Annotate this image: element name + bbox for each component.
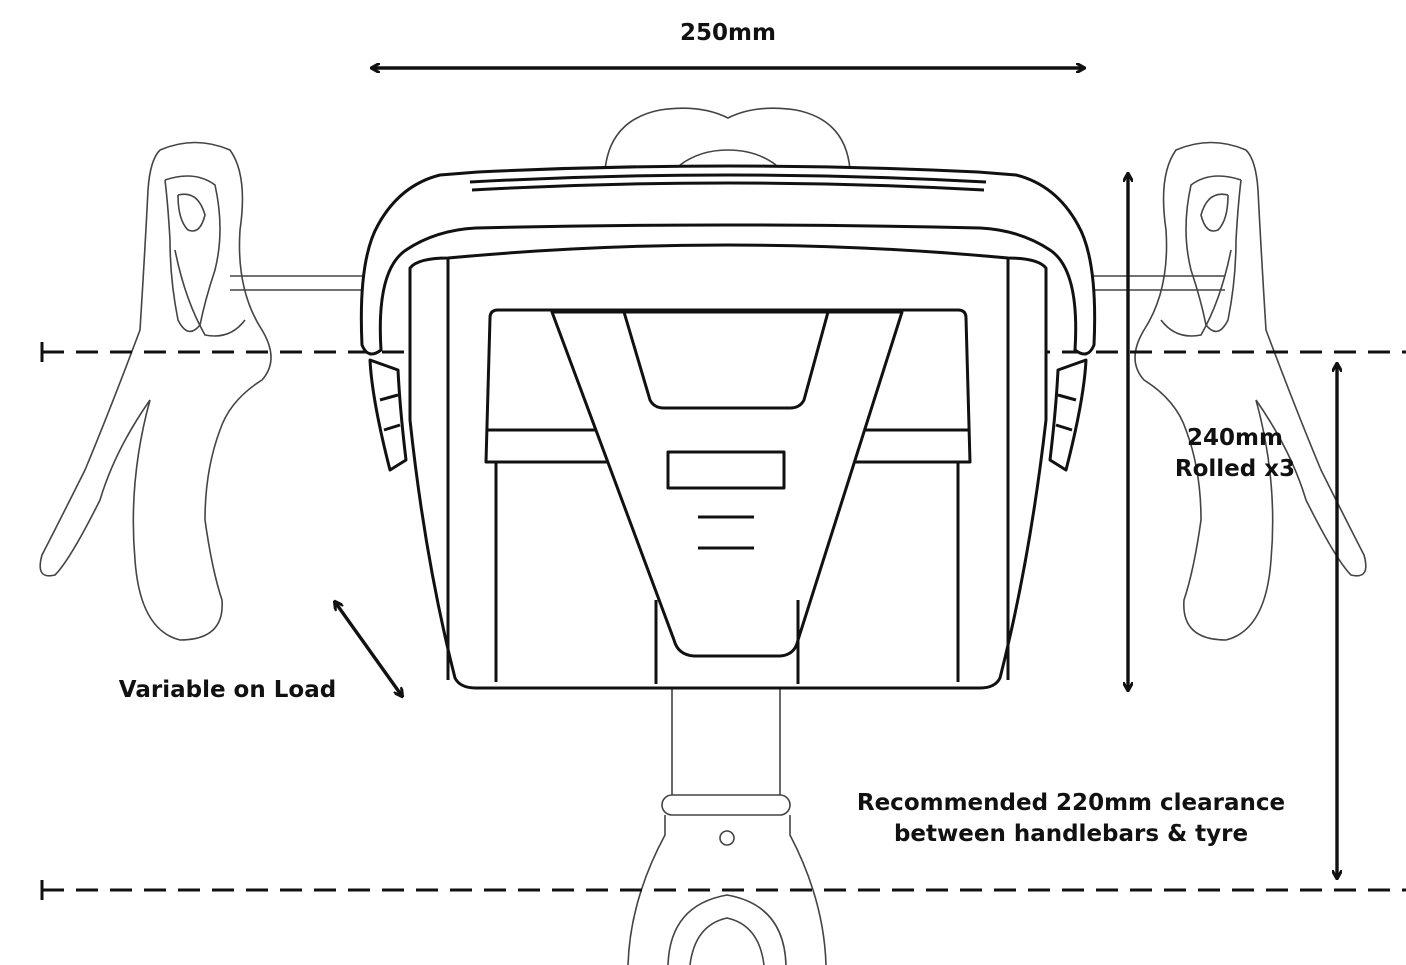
tyre-top [667,894,787,965]
clearance-label: Recommended 220mm clearance between hand… [838,788,1304,850]
handlebar-bag [359,164,1097,690]
steerer-tube [671,688,781,795]
bike-outline [39,107,1367,965]
headset-spacer [661,794,791,816]
v-strap-cutout [622,310,830,410]
width-label: 250mm [680,20,776,46]
bag-rolltop [359,164,1097,356]
stem-top [604,107,851,171]
dimension-arrows [335,68,1337,878]
logo-patch [666,450,786,490]
left-brake-lever [39,141,272,641]
buckle-right [1048,358,1088,472]
variable-arrow [335,602,402,696]
fork-bolt [719,830,735,846]
handlebar-right [1084,275,1225,291]
clearance-label-line2: between handlebars & tyre [893,821,1249,847]
buckle-left [368,358,408,472]
right-brake-lever [1134,141,1367,641]
handlebar-left [230,275,372,291]
fork-crown [627,815,827,965]
height-label-line1: 240mm [1187,425,1283,451]
variable-label: Variable on Load [118,677,337,703]
height-label-line2: Rolled x3 [1174,456,1296,482]
height-label: 240mm Rolled x3 [1160,423,1310,485]
clearance-label-line1: Recommended 220mm clearance [856,790,1286,816]
